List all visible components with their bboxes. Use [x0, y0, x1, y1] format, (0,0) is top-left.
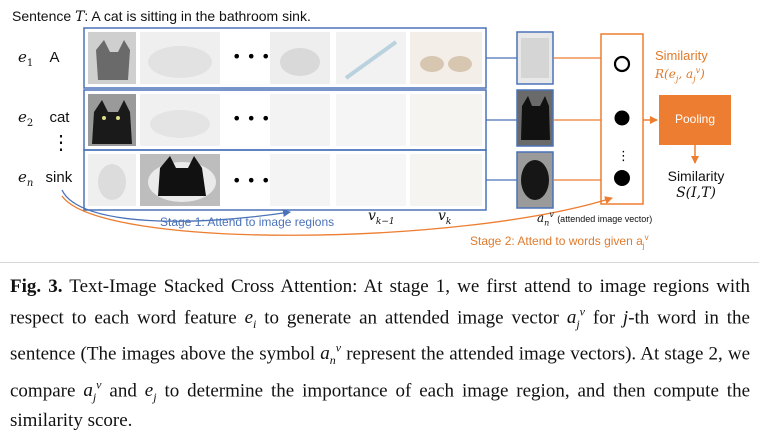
sentence-text: : A cat is sitting in the bathroom sink. — [84, 8, 311, 24]
caption-divider — [0, 262, 759, 263]
vk-minus-1-label: vk−1 — [368, 208, 395, 227]
row2-thumbnails — [88, 94, 482, 146]
similarity-node-2 — [614, 110, 630, 126]
row2-ellipsis: • • • — [232, 109, 270, 128]
stage2-arrow — [61, 195, 613, 236]
vk-label: vk — [438, 208, 452, 227]
stage2-label: Stage 2: Attend to words given ajv — [470, 233, 649, 251]
stage1-arrow — [61, 189, 291, 222]
word-embedding-symbol: e — [18, 48, 27, 66]
sentence-line: Sentence T: A cat is sitting in the bath… — [12, 8, 311, 25]
sentence-symbol: T — [75, 9, 85, 25]
figure-caption: Fig. 3. Text-Image Stacked Cross Attenti… — [10, 276, 751, 432]
word-text: sink — [45, 169, 73, 186]
row1-ellipsis: • • • — [232, 47, 270, 66]
pooling-label: Pooling — [674, 112, 716, 126]
word-text: cat — [49, 109, 70, 126]
word-text: A — [49, 49, 60, 66]
word-row-2: e2 cat — [18, 108, 70, 129]
similarity-vertical-dots: ⋮ — [617, 149, 630, 164]
attended-vector-label: anv (attended image vector) — [537, 210, 653, 228]
similarity-bottom: Similarity S(I,T) — [667, 168, 725, 201]
word-row-n: en sink — [18, 168, 73, 189]
words-vertical-ellipsis: ⋮ — [51, 132, 71, 154]
stage1-label: Stage 1: Attend to image regions — [160, 215, 335, 229]
word-embedding-symbol: e — [18, 168, 27, 186]
attention-diagram: • • • • • • • • • ⋮ — [61, 27, 731, 236]
row3-ellipsis: • • • — [232, 171, 270, 190]
word-row-1: e1 A — [18, 48, 60, 69]
similarity-column — [600, 33, 644, 205]
sentence-label: Sentence — [12, 8, 72, 24]
row3-thumbnails — [88, 154, 482, 206]
similarity-node-1 — [613, 55, 631, 73]
caption-figure-label: Fig. 3. — [10, 276, 63, 297]
similarity-top: Similarity R(ej, ajv) — [655, 48, 708, 84]
similarity-node-n — [614, 170, 630, 186]
row1-thumbnails — [88, 32, 482, 84]
word-embedding-symbol: e — [18, 108, 27, 126]
pooling-box — [659, 95, 731, 145]
